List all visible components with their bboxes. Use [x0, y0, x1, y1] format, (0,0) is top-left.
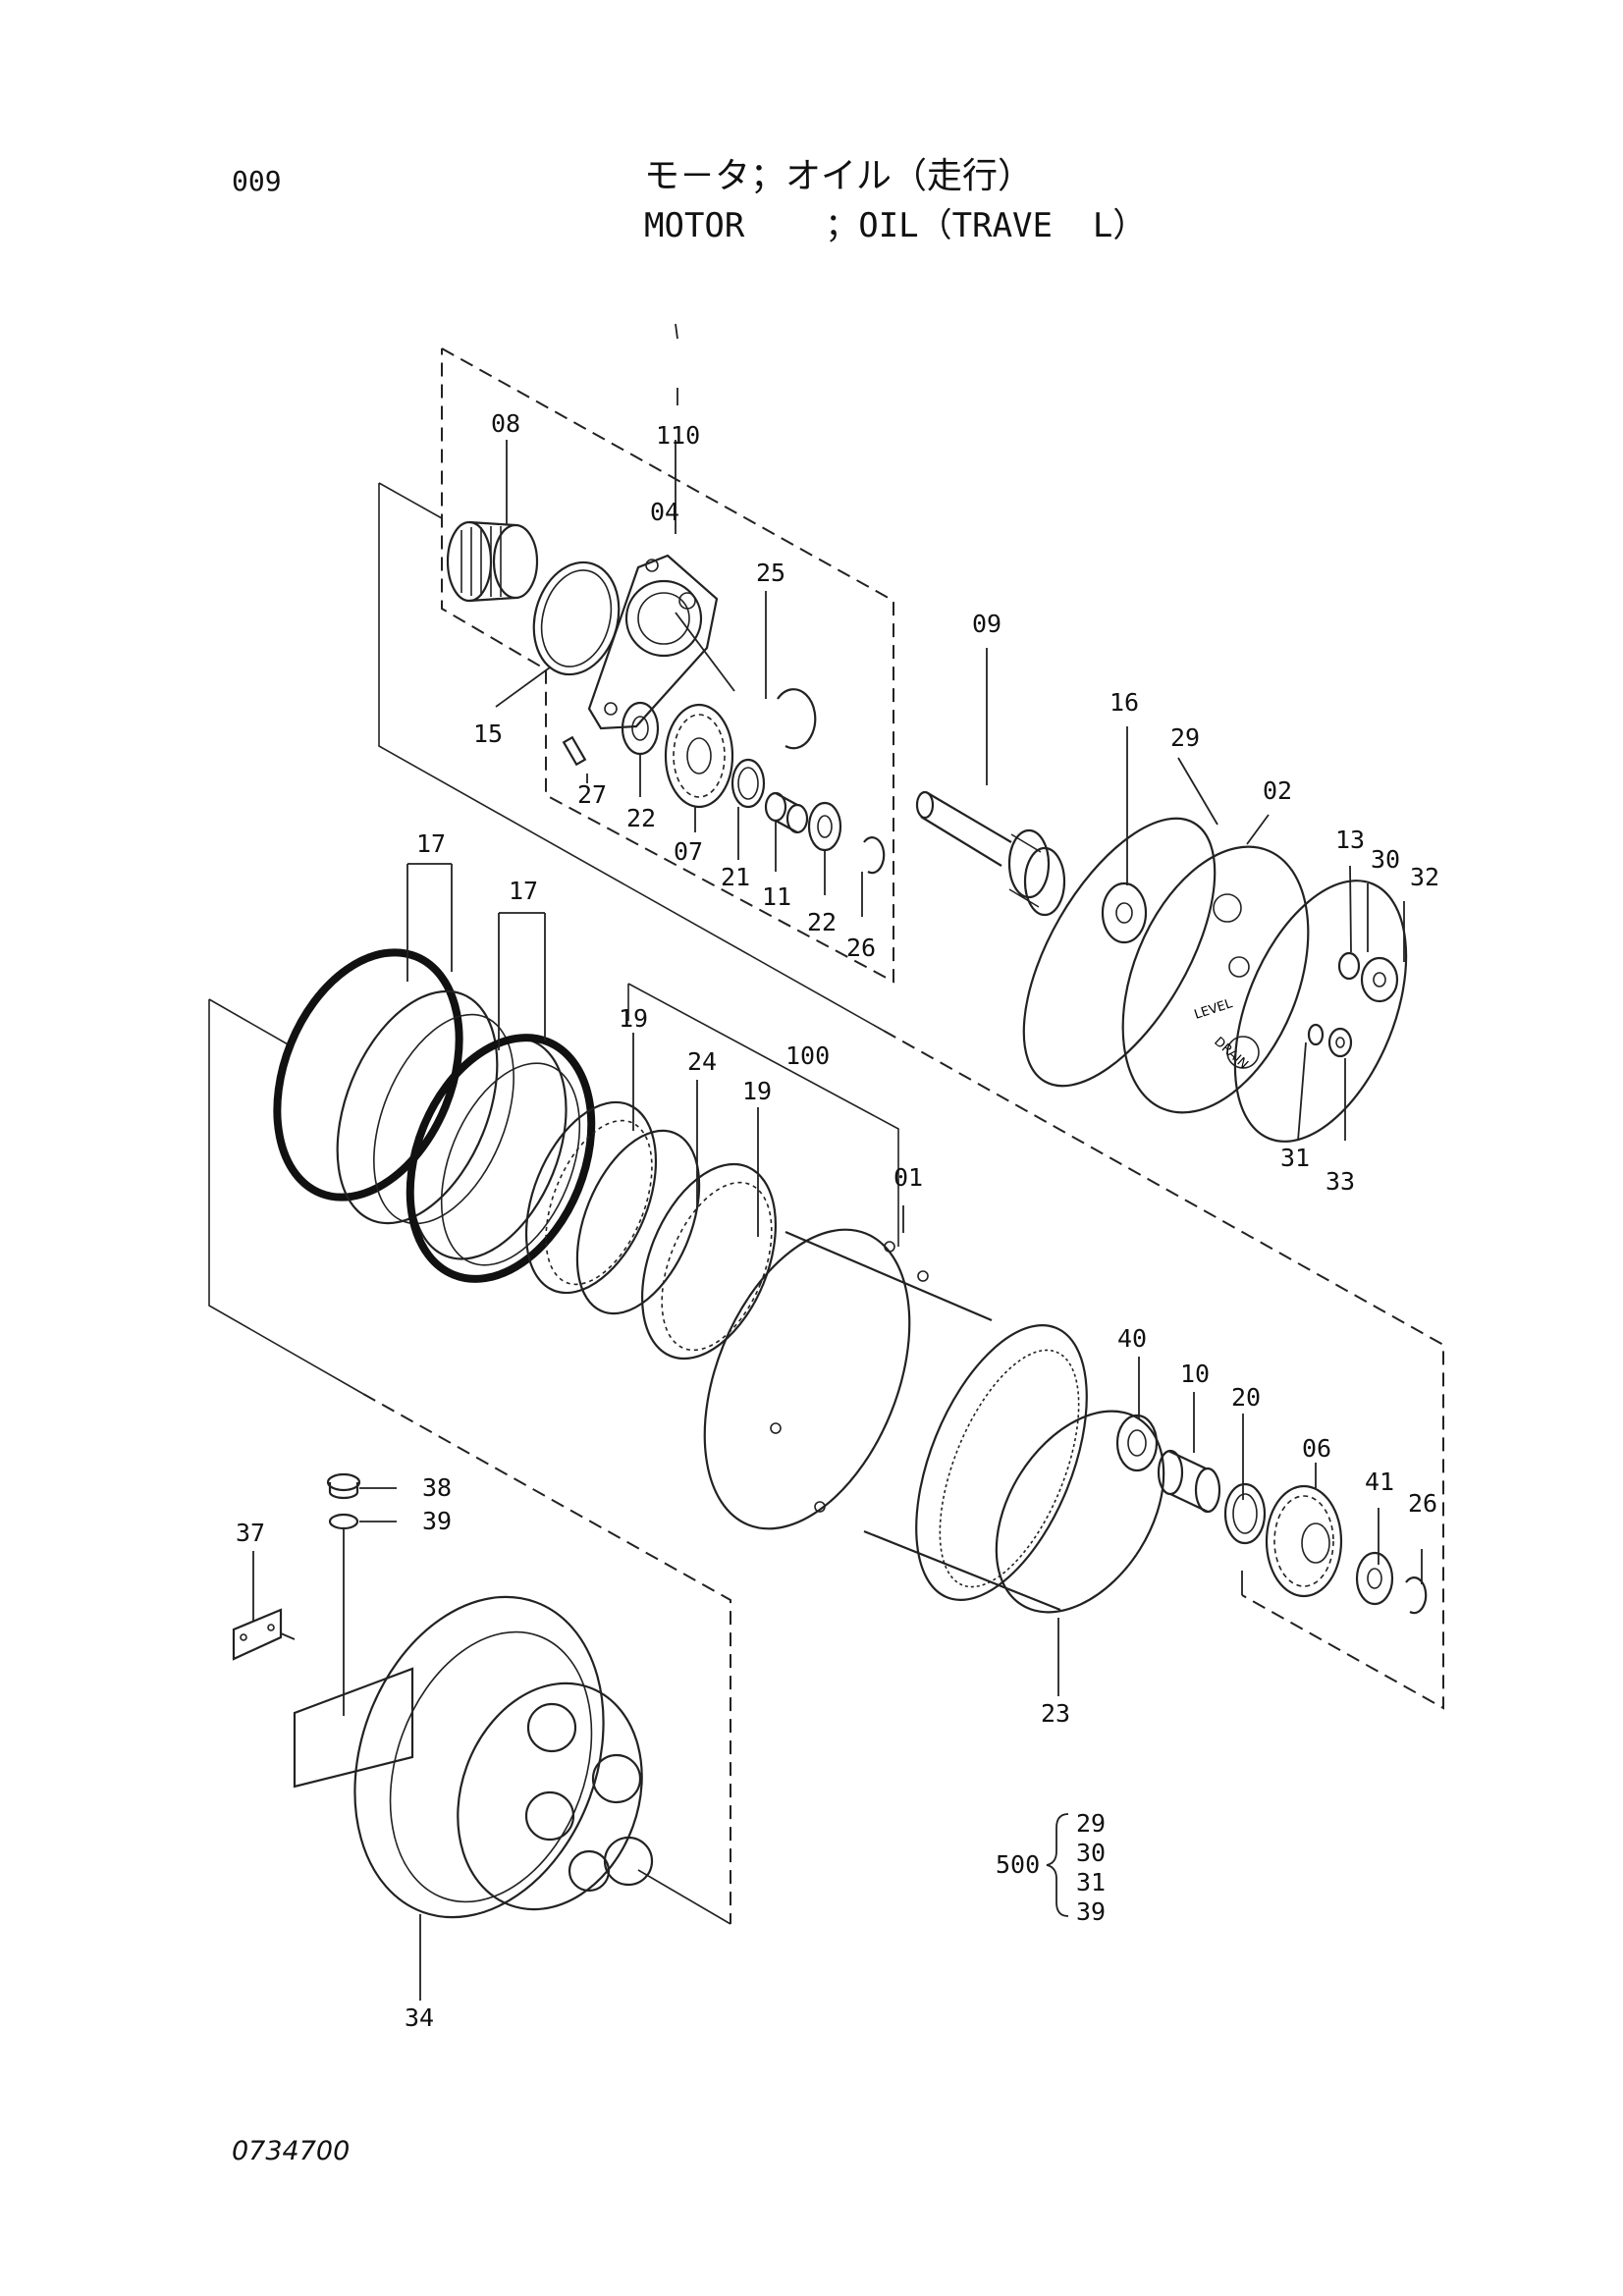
label-19-b: 19: [742, 1077, 772, 1105]
part-16-plug: [1101, 881, 1148, 944]
part-39-o-ring: [328, 1513, 359, 1530]
label-26: 26: [846, 934, 876, 962]
drawing-code: 0734700: [232, 2136, 351, 2166]
part-labels: 08 110 04 25 09 15 27 22 07 21 11 22 26 …: [236, 409, 1439, 2032]
label-31: 31: [1280, 1144, 1310, 1172]
motor-ports: [524, 1702, 654, 1893]
part-27-pin: [562, 735, 587, 767]
part-09-drive-shaft: [915, 790, 1066, 917]
part-26-snap-ring: [863, 836, 886, 875]
label-25: 25: [756, 559, 785, 587]
page-number: 009: [232, 165, 282, 197]
part-25-snap-ring: [777, 688, 817, 750]
level-stamp: LEVEL: [1193, 996, 1235, 1023]
part-37-name-plate: [232, 1608, 283, 1661]
part-29-cover-o-ring: [1022, 817, 1217, 1088]
label-17-b: 17: [509, 877, 538, 905]
part-11-sleeve: [764, 791, 809, 834]
label-08: 08: [491, 409, 520, 438]
part-04-flange-plate: [587, 554, 719, 730]
label-37: 37: [236, 1519, 265, 1547]
label-09: 09: [972, 610, 1001, 638]
part-40-thrust-washer: [1115, 1414, 1159, 1472]
title-japanese: モ－タ；オイル（走行）: [644, 156, 1034, 196]
part-22-thrust-washer: [621, 701, 660, 756]
part-10-sleeve: [1157, 1449, 1221, 1514]
title-english: MOTOR ；OIL（TRAVE L）: [644, 206, 1147, 245]
label-110: 110: [656, 421, 700, 450]
part-19-ball-bearing-2: [640, 1162, 778, 1361]
part-32-plug: [1360, 956, 1399, 1003]
drain-stamp: DRAIN: [1211, 1035, 1250, 1073]
part-33-plug: [1327, 1027, 1353, 1058]
kit-item-31: 31: [1076, 1868, 1106, 1896]
part-19-ball-bearing-1: [524, 1100, 658, 1295]
label-34: 34: [405, 2003, 434, 2032]
assembly-110-dashed-box: [441, 347, 894, 984]
part-13-gasket: [1233, 880, 1408, 1143]
label-33: 33: [1325, 1167, 1355, 1196]
assembly-100-outline: [627, 983, 899, 1247]
part-31-o-ring: [1307, 1023, 1325, 1046]
label-22-b: 22: [807, 908, 837, 936]
kit-item-29: 29: [1076, 1809, 1106, 1838]
label-29: 29: [1170, 723, 1200, 752]
label-32: 32: [1410, 863, 1439, 891]
part-21-needle-bearing: [730, 758, 766, 809]
label-22: 22: [626, 804, 656, 832]
label-19: 19: [619, 1004, 648, 1033]
label-100: 100: [785, 1041, 830, 1070]
part-30-o-ring: [1337, 951, 1361, 981]
part-07-planet-gear: [664, 703, 734, 809]
label-40: 40: [1117, 1324, 1147, 1353]
kit-number: 500: [996, 1850, 1040, 1879]
part-24-retaining-ring: [575, 1129, 701, 1315]
label-16: 16: [1109, 688, 1139, 717]
label-02: 02: [1263, 776, 1292, 805]
main-assembly-outline: [378, 482, 1444, 1710]
left-assembly-outline: [208, 998, 731, 1925]
label-11: 11: [762, 882, 791, 911]
kit-item-39: 39: [1076, 1897, 1106, 1926]
part-17-floating-seal-2: [406, 1034, 596, 1283]
part-08-spline-coupling: [446, 520, 539, 603]
part-34-hydraulic-motor: [293, 1595, 654, 1919]
label-07: 07: [674, 837, 703, 866]
part-20-needle-bearing: [1223, 1482, 1267, 1545]
label-10: 10: [1180, 1360, 1210, 1388]
label-13: 13: [1335, 826, 1365, 854]
label-20: 20: [1231, 1383, 1261, 1412]
part-17-floating-seal-1: [273, 948, 514, 1225]
label-04: 04: [650, 498, 679, 526]
label-17: 17: [416, 829, 446, 858]
part-23-large-snap-ring: [995, 1410, 1165, 1614]
kit-item-30: 30: [1076, 1839, 1106, 1867]
label-27: 27: [577, 780, 607, 809]
label-15: 15: [473, 720, 503, 748]
label-21: 21: [721, 863, 750, 891]
part-22-thrust-washer-2: [807, 801, 842, 852]
leader-lines: [252, 323, 1423, 2001]
label-26-b: 26: [1408, 1489, 1437, 1518]
label-01: 01: [893, 1163, 923, 1192]
part-01-housing: [703, 1228, 1088, 1612]
label-06: 06: [1302, 1434, 1331, 1463]
label-30: 30: [1371, 845, 1400, 874]
part-06-planet-gear: [1265, 1484, 1343, 1598]
label-23: 23: [1041, 1699, 1070, 1728]
label-24: 24: [687, 1047, 717, 1076]
label-38: 38: [422, 1473, 452, 1502]
kit-500-list: 500 29 30 31 39: [996, 1809, 1106, 1926]
part-38-plug: [326, 1472, 361, 1500]
label-41: 41: [1365, 1468, 1394, 1496]
label-39: 39: [422, 1507, 452, 1535]
part-26-snap-ring-2: [1405, 1576, 1428, 1615]
part-41-thrust-washer: [1355, 1551, 1394, 1606]
